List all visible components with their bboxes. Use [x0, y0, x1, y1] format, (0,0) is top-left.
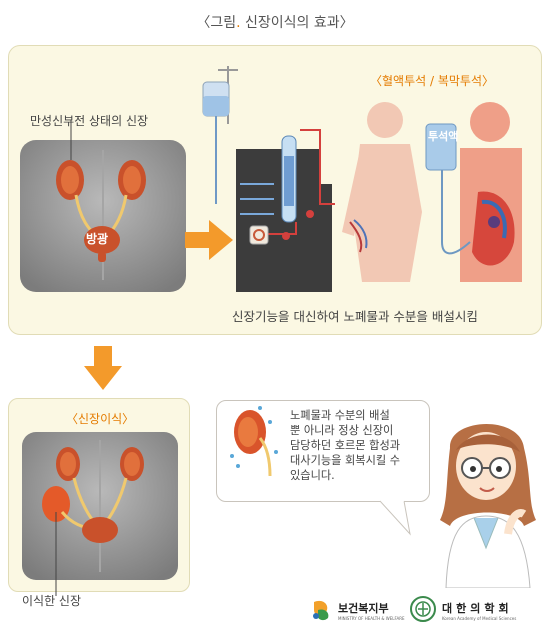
patients-illustration: [342, 102, 522, 282]
ministry-subtitle: MINISTRY OF HEALTH & WELFARE: [338, 616, 405, 621]
ministry-name: 보건복지부: [338, 602, 389, 615]
transplant-pointer-line: [55, 512, 57, 596]
transplanted-kidney-label: 이식한 신장: [22, 594, 82, 608]
figure-title: 〈그림. 신장이식의 효과〉: [0, 12, 550, 32]
dialysis-machine-illustration: [202, 66, 335, 292]
bubble-line: 노폐물과 수분의 배설: [290, 409, 390, 422]
academy-name: 대한의학회: [442, 602, 513, 615]
transplant-title: 〈신장이식〉: [66, 412, 135, 426]
bubble-line: 대사기능을 회복시킬 수: [290, 454, 401, 467]
chronic-kidney-label: 만성신부전 상태의 신장: [30, 114, 149, 128]
bubble-line: 담당하던 호르몬 합성과: [290, 439, 401, 452]
academy-subtitle: Korean Academy of Medical Sciences: [442, 616, 517, 621]
chronic-pointer-line: [70, 120, 72, 160]
title-accent: .: [236, 15, 241, 31]
arrow-right-icon: [185, 220, 233, 260]
bubble-text: 노폐물과 수분의 배설 뿐 아니라 정상 신장이 담당하던 호르몬 합성과 대사…: [290, 408, 426, 483]
function-caption: 신장기능을 대신하여 노폐물과 수분을 배설시킴: [232, 309, 478, 324]
doctor-illustration: [440, 423, 536, 588]
dialysis-fluid-label: 투석액: [428, 130, 459, 143]
bubble-line: 뿐 아니라 정상 신장이: [290, 424, 394, 437]
title-rest: 신장이식의 효과〉: [240, 15, 354, 31]
dialysis-types-label: 〈혈액투석 / 복막투석〉: [370, 74, 494, 88]
bubble-line: 있습니다.: [290, 469, 335, 482]
bladder-label: 방광: [86, 232, 109, 246]
torso-transplant-illustration: [22, 432, 178, 580]
bladder-shape: [84, 226, 120, 254]
healthy-kidney-illustration: [230, 406, 278, 477]
title-prefix: 〈그림: [196, 15, 237, 31]
torso-chronic-illustration: [20, 140, 186, 292]
arrow-down-icon: [84, 346, 122, 390]
ministry-logo-icon: [309, 597, 333, 621]
speech-bubble-tail: [380, 500, 411, 536]
academy-seal-icon: [410, 596, 436, 622]
